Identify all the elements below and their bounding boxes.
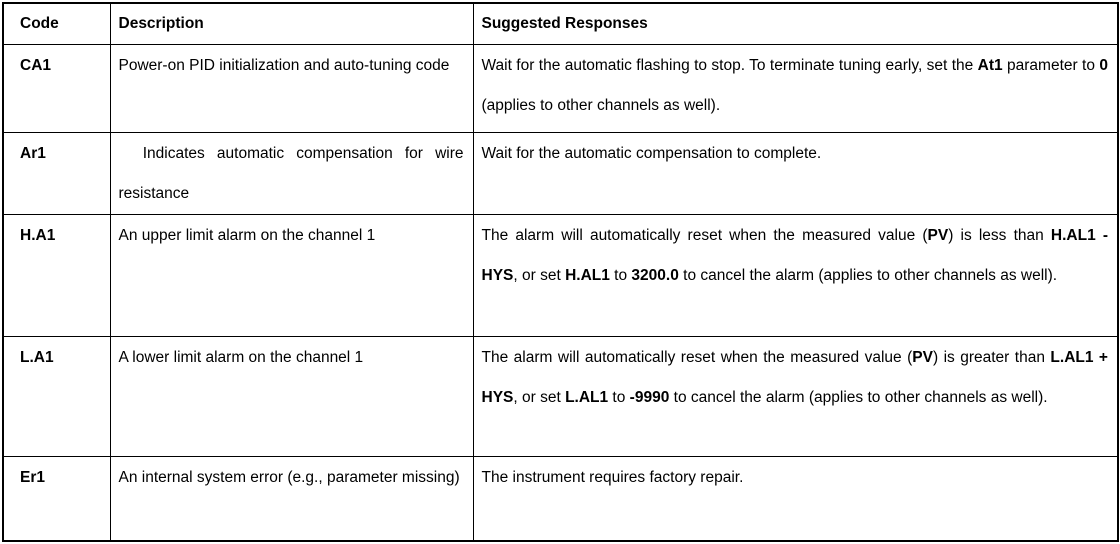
- code-cell: CA1: [2, 43, 111, 133]
- text: The alarm will automatically reset when …: [481, 348, 913, 366]
- bold-text: At1: [977, 56, 1003, 74]
- text: to: [608, 388, 630, 406]
- text: The alarm will automatically reset when …: [481, 226, 928, 244]
- response-cell: Wait for the automatic flashing to stop.…: [472, 43, 1119, 133]
- text: , or set: [513, 388, 566, 406]
- bold-text: PV: [927, 226, 949, 244]
- response-cell: The alarm will automatically reset when …: [472, 335, 1119, 457]
- bold-text: L.AL1: [565, 388, 609, 406]
- code-cell: Er1: [2, 455, 111, 542]
- bold-text: PV: [912, 348, 933, 366]
- table-row: CA1 Power-on PID initialization and auto-…: [2, 43, 1119, 133]
- col-header-description: Description: [109, 2, 474, 45]
- header-row: Code Description Suggested Responses: [2, 2, 1119, 45]
- text: to cancel the alarm (applies to other ch…: [669, 388, 1048, 406]
- text: Power-on PID initialization and auto-tun…: [118, 56, 450, 74]
- text: ) is greater than: [932, 348, 1051, 366]
- bold-text: Er1: [20, 468, 45, 486]
- text: ) is less than: [948, 226, 1051, 244]
- code-cell: H.A1: [2, 213, 111, 337]
- response-cell: The instrument requires factory repair.: [472, 455, 1119, 542]
- bold-text: H.AL1 - HYS: [481, 226, 1109, 284]
- table-row: L.A1 A lower limit alarm on the channel 1…: [2, 335, 1119, 457]
- text: , or set: [513, 266, 566, 284]
- code-cell: Ar1: [2, 131, 111, 215]
- text: Wait for the automatic flashing to stop.…: [481, 56, 978, 74]
- bold-text: 0: [1099, 56, 1108, 74]
- text: to: [609, 266, 632, 284]
- code-cell: L.A1: [2, 335, 111, 457]
- text: Wait for the automatic compensation to c…: [481, 144, 822, 162]
- bold-text: H.AL1: [565, 266, 610, 284]
- text: An internal system error (e.g., paramete…: [118, 468, 460, 486]
- text: to cancel the alarm (applies to other ch…: [678, 266, 1058, 284]
- table-row: H.A1 An upper limit alarm on the channel …: [2, 213, 1119, 337]
- bold-text: Ar1: [20, 144, 46, 162]
- bold-text: L.AL1 + HYS: [481, 348, 1109, 406]
- table-header: Code Description Suggested Responses: [2, 2, 1119, 45]
- response-cell: The alarm will automatically reset when …: [472, 213, 1119, 337]
- text: A lower limit alarm on the channel 1: [118, 348, 364, 366]
- bold-text: L.A1: [20, 348, 54, 366]
- bold-text: CA1: [20, 56, 52, 74]
- text: Indicates automatic compensation for wir…: [118, 144, 464, 202]
- description-cell: Power-on PID initialization and auto-tun…: [109, 43, 474, 133]
- text: parameter to: [1002, 56, 1100, 74]
- bold-text: -9990: [629, 388, 670, 406]
- response-cell: Wait for the automatic compensation to c…: [472, 131, 1119, 215]
- description-cell: An upper limit alarm on the channel 1: [109, 213, 474, 337]
- description-cell: An internal system error (e.g., paramete…: [109, 455, 474, 542]
- col-header-code: Code: [2, 2, 111, 45]
- bold-text: 3200.0: [631, 266, 679, 284]
- table-row: Ar1 Indicates automatic compensation for…: [2, 131, 1119, 215]
- text: The instrument requires factory repair.: [481, 468, 744, 486]
- text: (applies to other channels as well).: [481, 96, 721, 114]
- description-cell: Indicates automatic compensation for wir…: [109, 131, 474, 215]
- table-row: Er1 An internal system error (e.g., param…: [2, 455, 1119, 542]
- description-cell: A lower limit alarm on the channel 1: [109, 335, 474, 457]
- table-body: CA1 Power-on PID initialization and auto-…: [2, 43, 1119, 542]
- bold-text: H.A1: [20, 226, 56, 244]
- text: An upper limit alarm on the channel 1: [118, 226, 376, 244]
- col-header-suggested-responses: Suggested Responses: [472, 2, 1119, 45]
